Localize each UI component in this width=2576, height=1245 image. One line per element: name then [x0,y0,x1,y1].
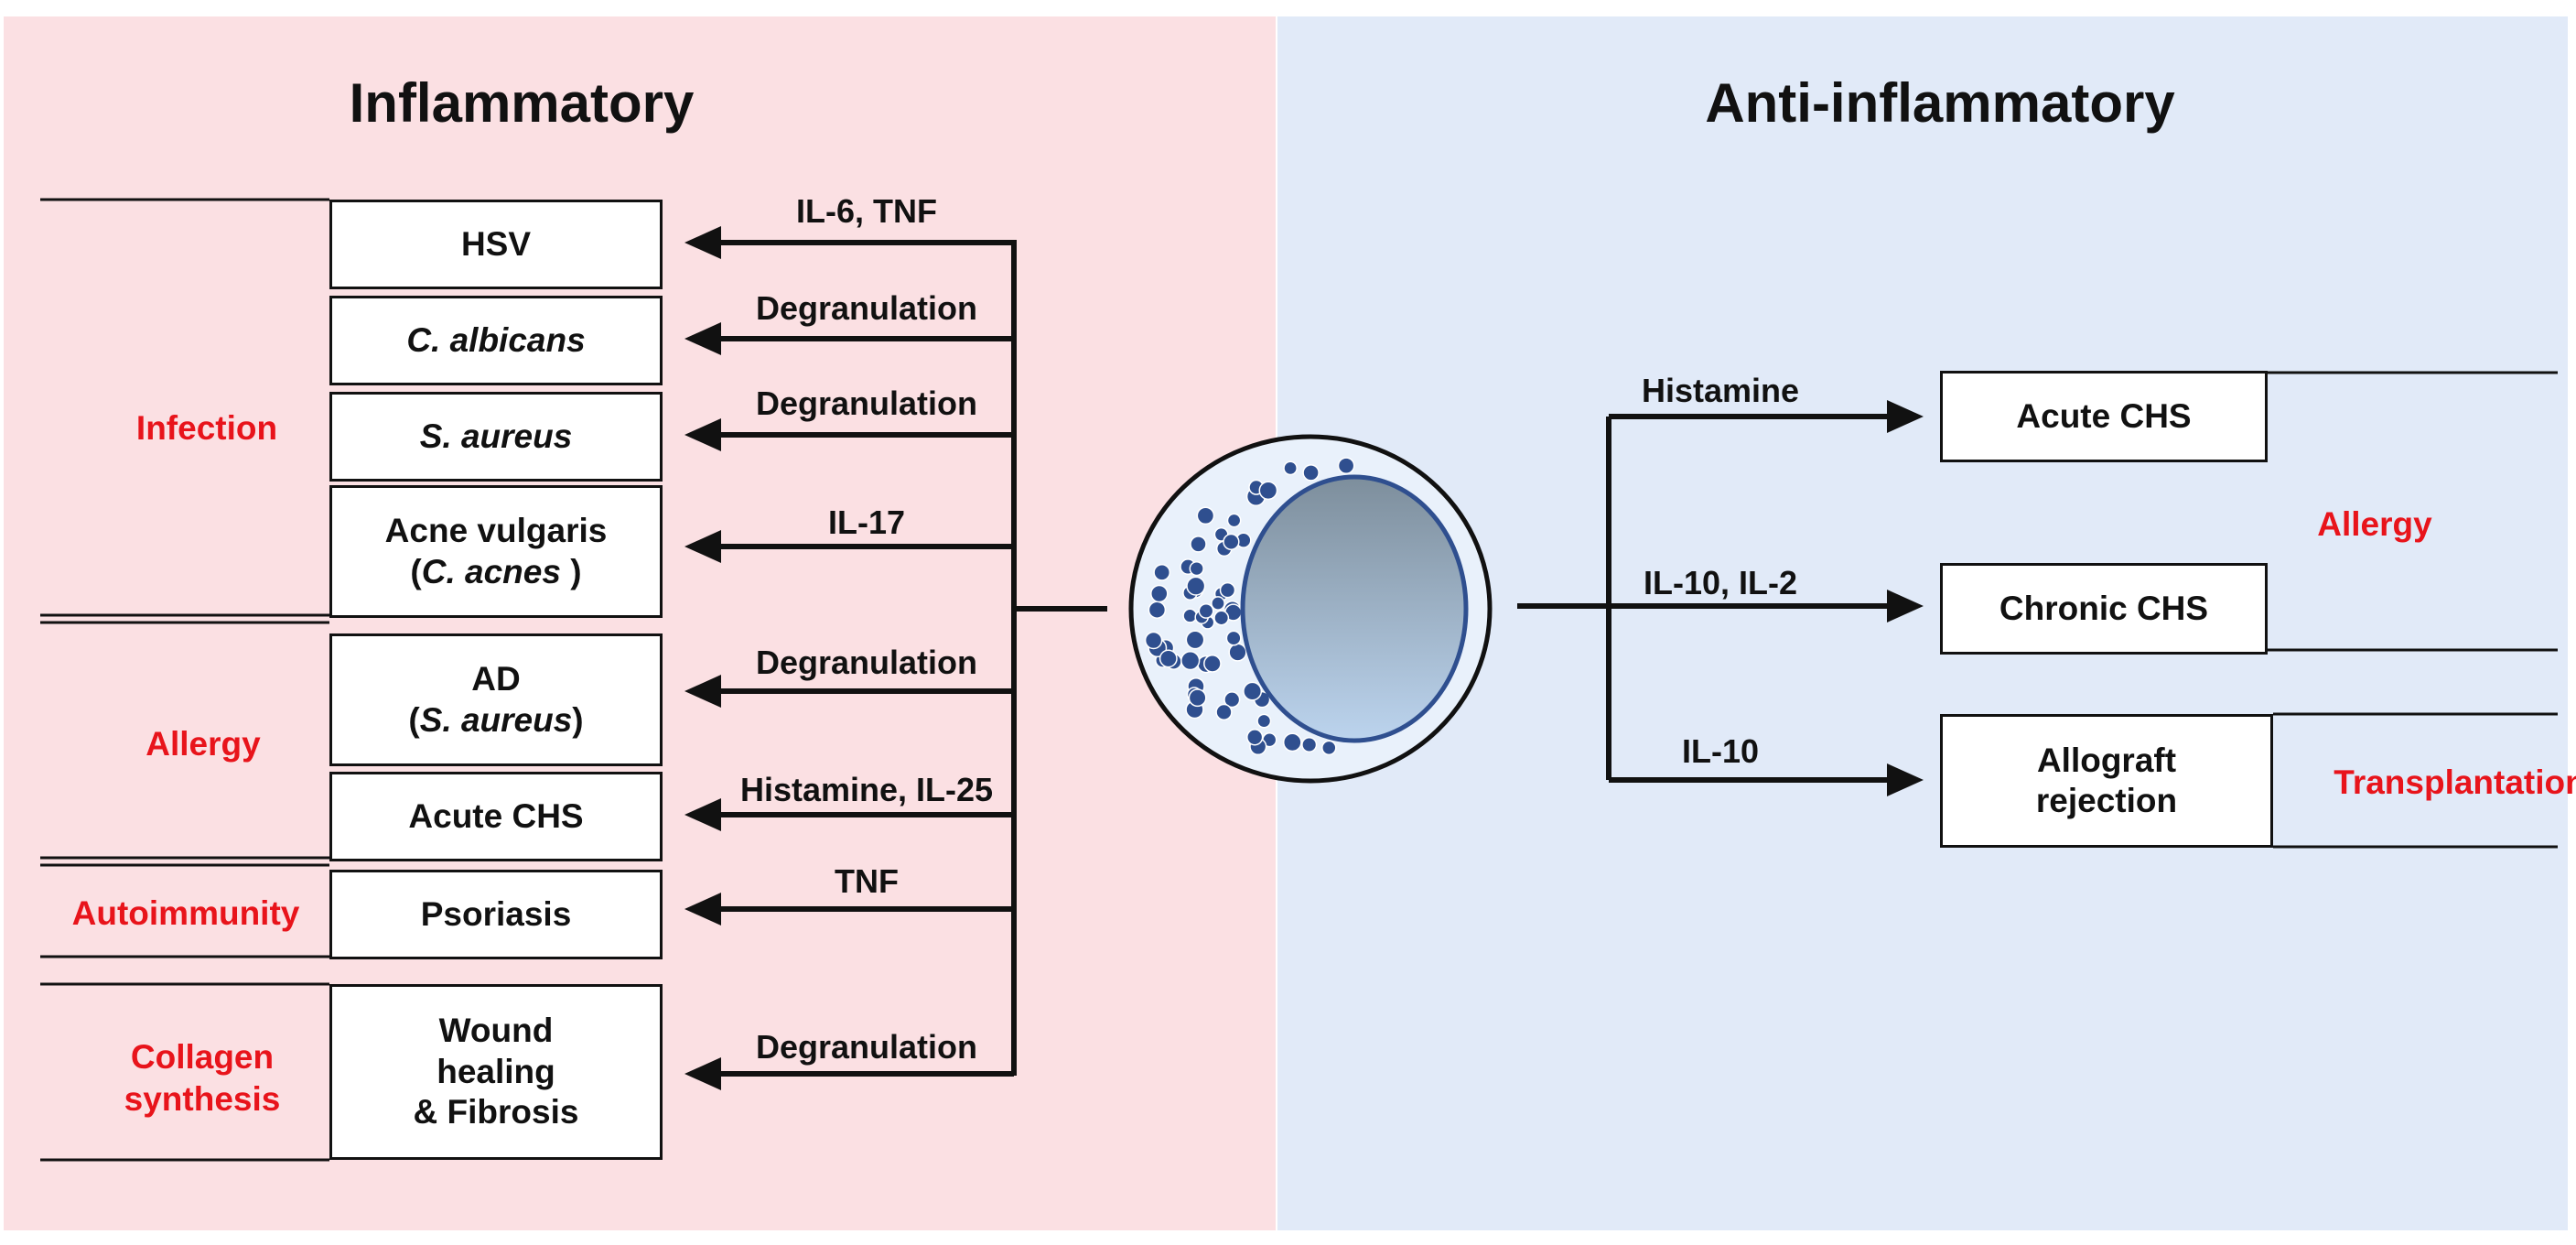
mediator-histamine: Histamine [1641,372,1800,409]
mediator-il6-tnf: IL-6, TNF [796,192,937,230]
box-acute-chs-left: Acute CHS [329,772,663,861]
left-arrow-head [684,893,721,926]
right-arrow-head [1887,763,1924,796]
right-arrow-head [1887,400,1924,433]
mediator-degranulation-3: Degranulation [755,644,978,681]
granule [1302,464,1320,482]
left-arrow-head [684,798,721,831]
left-arrow-head [684,530,721,563]
granule [1153,563,1171,581]
granule [1282,732,1302,752]
granule [1144,631,1163,650]
granule [1243,681,1263,701]
box-psoriasis: Psoriasis [329,870,663,959]
granule [1198,602,1214,619]
box-acute-chs-right: Acute CHS [1940,371,2268,462]
category-allergy: Allergy [146,724,261,763]
category-autoimmunity: Autoimmunity [71,893,300,932]
granule [1226,513,1242,528]
left-arrow-head [684,322,721,355]
mediator-il10: IL-10 [1681,732,1760,770]
mast-cell [1128,434,1493,784]
granule [1186,576,1206,596]
mediator-il10-il2: IL-10, IL-2 [1643,564,1798,601]
box-s-aureus: S. aureus [329,392,663,482]
granule [1228,643,1247,662]
granule [1301,736,1318,753]
granule [1258,481,1278,501]
granule [1256,713,1272,729]
category-allergy-right: Allergy [2317,504,2432,543]
granule [1223,691,1241,709]
nucleus [1240,474,1469,743]
granule [1225,630,1242,646]
granule [1215,703,1233,721]
left-arrow-head [684,1057,721,1090]
mediator-degranulation-1: Degranulation [755,289,978,327]
granule [1150,584,1169,603]
mediator-degranulation-2: Degranulation [755,384,978,422]
category-infection: Infection [135,408,278,447]
left-arrow-head [684,675,721,708]
granule [1189,560,1204,577]
mediator-tnf: TNF [835,862,899,900]
granule [1219,581,1236,599]
box-ad: AD(S. aureus) [329,633,663,766]
granule [1337,457,1355,475]
granule [1182,608,1198,623]
granule [1196,506,1215,525]
granule [1185,630,1205,650]
granule [1203,655,1222,673]
mediator-histamine-il25: Histamine, IL-25 [739,771,994,808]
granule [1211,596,1225,611]
granule [1159,649,1178,668]
anti-inflammatory-panel [1277,16,2568,1230]
box-acne-vulgaris: Acne vulgaris(C. acnes ) [329,485,663,618]
granule [1246,729,1264,746]
box-c-albicans: C. albicans [329,296,663,385]
granule [1321,740,1337,756]
granule [1148,601,1167,619]
granule [1180,650,1201,671]
granule [1223,533,1240,551]
box-chronic-chs: Chronic CHS [1940,563,2268,655]
anti-inflammatory-title: Anti-inflammatory [1705,72,2175,134]
granule [1213,610,1230,626]
category-transplantation: Transplantation [2333,763,2576,801]
granule [1283,460,1298,476]
mediator-degranulation-4: Degranulation [755,1028,978,1066]
granule [1188,688,1207,708]
left-arrow-head [684,226,721,259]
inflammatory-title: Inflammatory [349,72,695,134]
mediator-il17: IL-17 [827,503,906,541]
right-arrow-head [1887,590,1924,622]
box-hsv: HSV [329,200,663,289]
granule [1190,536,1207,553]
left-arrow-head [684,418,721,451]
